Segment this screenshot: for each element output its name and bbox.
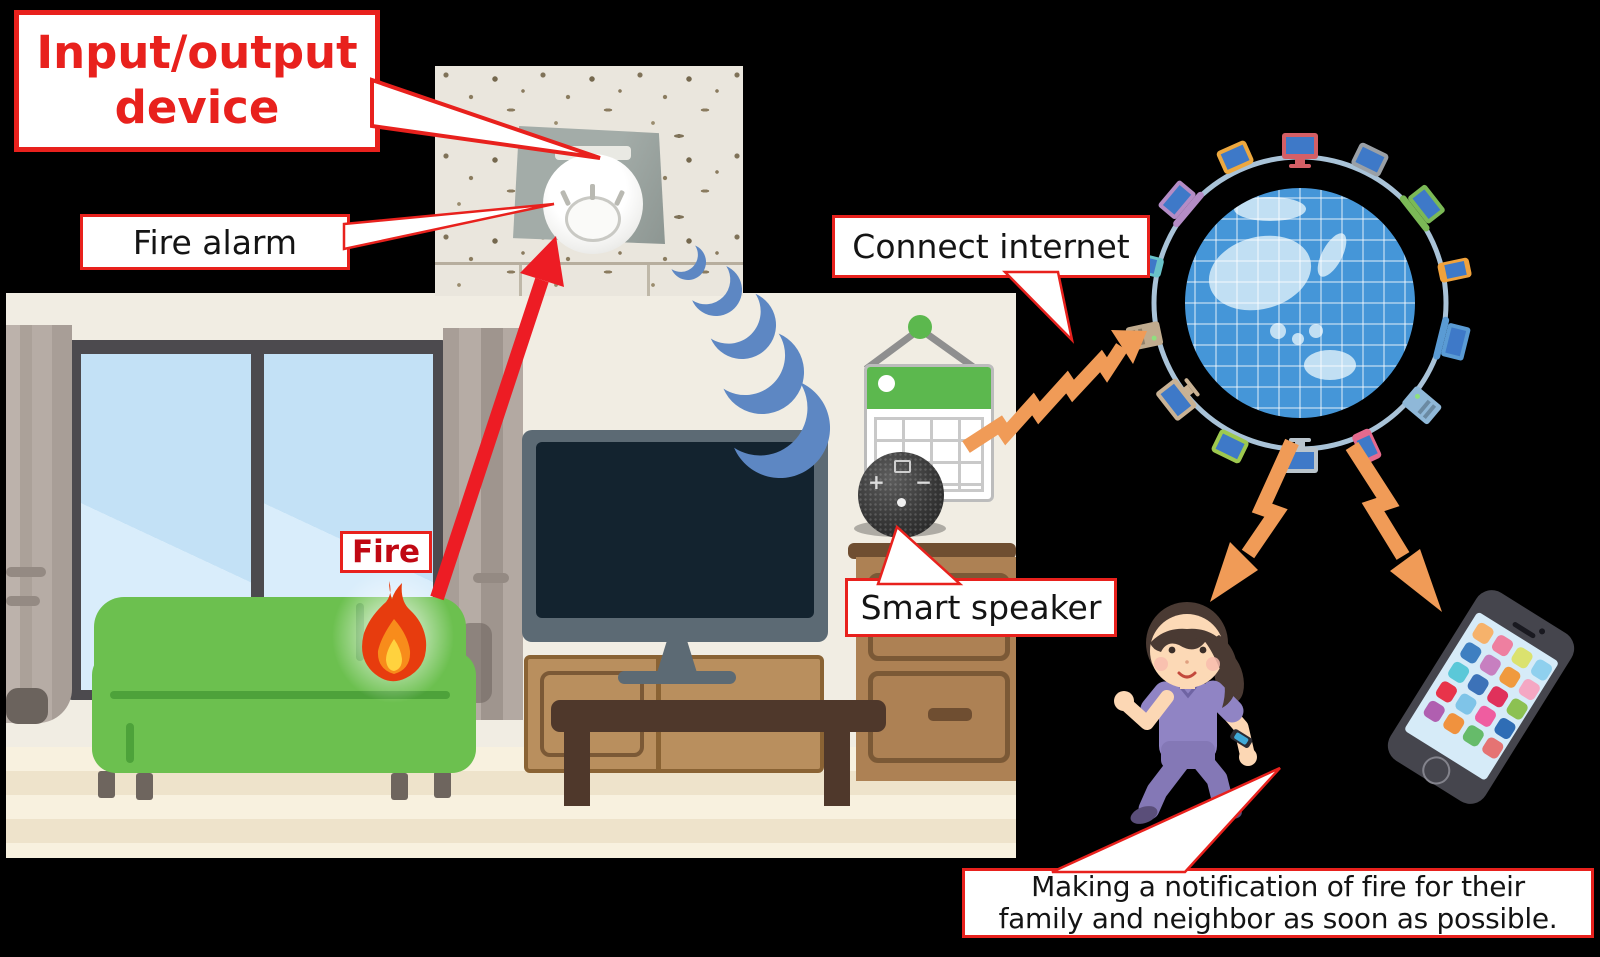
table-leg: [824, 730, 850, 806]
smart-speaker-callout: Smart speaker: [845, 578, 1117, 637]
couch-leg: [136, 773, 153, 800]
person-pants: [1161, 741, 1215, 769]
alarm-tab: [590, 184, 595, 200]
speaker-action-button: [894, 460, 911, 473]
tv-screen: [536, 442, 814, 618]
internet-globe-icon: [1120, 123, 1480, 483]
curtain-tie-mark: [6, 596, 40, 606]
table-leg: [564, 730, 590, 806]
phone-app-icon: [1516, 677, 1542, 702]
phone-app-icon: [1446, 660, 1472, 685]
fire-label: Fire: [351, 534, 421, 570]
phone-app-icon: [1453, 691, 1479, 717]
phone-app-icon: [1460, 723, 1486, 749]
connect-internet-label: Connect internet: [852, 227, 1130, 266]
io-device-callout: Input/output device: [14, 10, 380, 152]
person-front-arm: [1114, 681, 1177, 730]
curtain-tie-mark: [6, 567, 46, 577]
fire-alarm-photo: [435, 66, 743, 296]
notification-line2: family and neighbor as soon as possible.: [998, 902, 1558, 935]
phone-camera-dot: [1537, 627, 1547, 636]
ceiling-seam: [519, 265, 522, 296]
phone-app-icon: [1509, 645, 1535, 671]
phone-app-icon: [1421, 699, 1447, 724]
low-table: [551, 700, 886, 732]
phone-app-icon: [1473, 703, 1498, 729]
phone-app-icon: [1441, 711, 1467, 737]
ceiling-seam: [435, 262, 743, 265]
io-device-label-line2: device: [114, 81, 280, 134]
speaker-plus-button: +: [868, 470, 885, 494]
calendar-header: [867, 367, 991, 409]
fire-alarm-callout: Fire alarm: [80, 214, 350, 270]
ceiling-seam: [647, 265, 650, 296]
speaker-mic-dot: [897, 498, 906, 507]
couch-leg: [434, 771, 451, 798]
drawer-handle: [928, 708, 972, 721]
smartphone-body: [1381, 583, 1581, 811]
phone-app-icon: [1492, 716, 1518, 741]
couch-leg: [98, 771, 115, 798]
speaker-minus-button: −: [915, 470, 932, 494]
fire-alarm-label: Fire alarm: [132, 222, 298, 262]
phone-app-icon: [1477, 652, 1503, 678]
calendar-hanger: [863, 315, 979, 372]
tv-stand: [618, 671, 736, 684]
person-head: [1146, 602, 1238, 708]
fire-callout: Fire: [340, 531, 432, 573]
connect-internet-callout: Connect internet: [832, 215, 1150, 278]
smart-speaker-label: Smart speaker: [860, 588, 1102, 627]
flame-icon: [362, 581, 427, 682]
phone-app-icon: [1504, 696, 1530, 722]
phone-app-icon: [1529, 657, 1554, 683]
io-device-label-line1: Input/output: [36, 26, 358, 80]
couch-leg: [391, 773, 408, 800]
phone-app-icon: [1470, 620, 1496, 646]
walking-person-icon: [1114, 602, 1257, 824]
curtain-icon: [6, 325, 72, 723]
calendar-dot: [878, 375, 895, 392]
phone-app-icon: [1490, 633, 1515, 658]
phone-app-icon: [1465, 672, 1491, 697]
globe-continents: [1208, 197, 1356, 380]
phone-app-icon: [1497, 664, 1523, 690]
tv-icon: [522, 430, 828, 642]
phone-app-icon: [1480, 735, 1506, 761]
curtain-tie-mark: [473, 573, 509, 583]
phone-app-icon: [1458, 640, 1484, 666]
person-back-arm: [1201, 680, 1257, 766]
couch-seam: [126, 723, 134, 763]
smartphone-icon: [1381, 583, 1581, 813]
phone-app-icon: [1434, 679, 1459, 705]
living-room-illustration: + −: [6, 293, 1016, 858]
fire-alarm-detector-base: [565, 196, 621, 242]
notification-callout: Making a notification of fire for their …: [962, 868, 1594, 938]
curtain-shadow: [6, 688, 48, 724]
couch-seam: [110, 691, 450, 699]
notification-line1: Making a notification of fire for their: [1031, 870, 1525, 904]
phone-screen: [1403, 611, 1560, 781]
smart-speaker-icon: + −: [858, 452, 944, 538]
phone-app-icon: [1485, 684, 1511, 710]
